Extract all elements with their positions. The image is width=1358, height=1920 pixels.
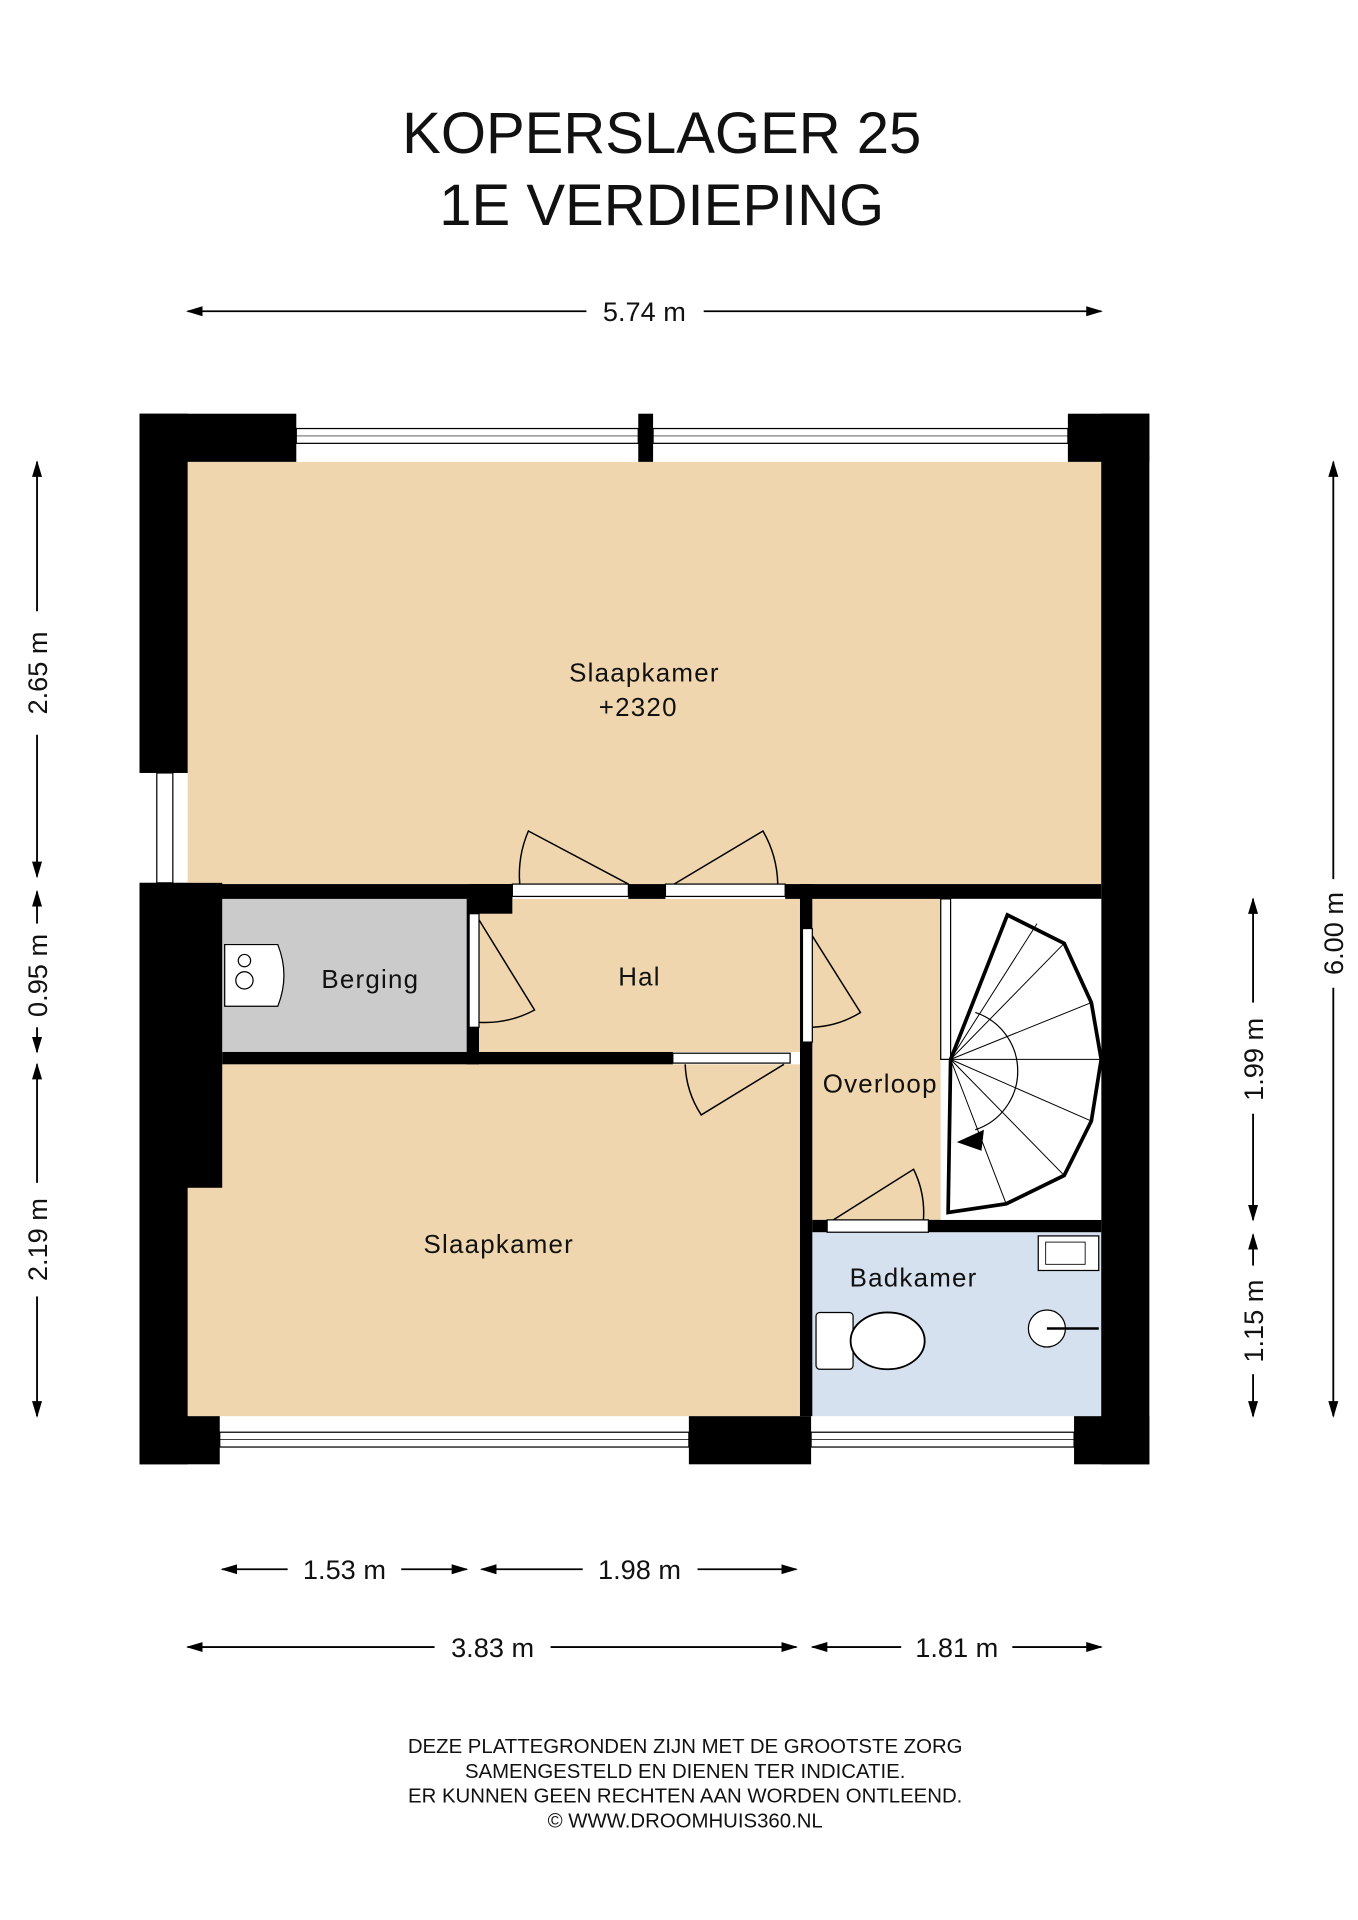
disclaimer-line: SAMENGESTELD EN DIENEN TER INDICATIE. xyxy=(465,1761,905,1783)
room-label-slaapkamer-top: Slaapkamer xyxy=(569,660,720,688)
walls xyxy=(139,413,1150,1465)
shower-icon xyxy=(1027,1309,1099,1348)
room-level-slaapkamer-top: +2320 xyxy=(599,694,678,722)
room-label-overloop: Overloop xyxy=(823,1071,938,1099)
slaapkamer-top-floor xyxy=(187,461,1102,885)
room-label-hal: Hal xyxy=(618,963,661,991)
room-label-slaapkamer-bottom: Slaapkamer xyxy=(423,1231,574,1259)
dim-left-1: 2.65 m xyxy=(22,631,53,714)
disclaimer-line: ER KUNNEN GEEN RECHTEN AAN WORDEN ONTLEE… xyxy=(408,1786,962,1808)
dim-top-width: 5.74 m xyxy=(603,296,686,327)
sink-icon xyxy=(1037,1235,1100,1272)
hal-floor xyxy=(479,898,800,1052)
overloop-floor xyxy=(812,898,941,1220)
copyright-line: © WWW.DROOMHUIS360.NL xyxy=(548,1810,823,1832)
room-label-berging: Berging xyxy=(321,966,419,994)
dim-right-total: 6.00 m xyxy=(1318,892,1349,975)
dim-bottom-2: 1.98 m xyxy=(598,1554,681,1585)
dim-bottom-1: 1.53 m xyxy=(303,1554,386,1585)
disclaimer: DEZE PLATTEGRONDEN ZIJN MET DE GROOTSTE … xyxy=(408,1736,963,1832)
windows xyxy=(156,427,1075,1448)
disclaimer-line: DEZE PLATTEGRONDEN ZIJN MET DE GROOTSTE … xyxy=(408,1736,963,1758)
dim-left-2: 0.95 m xyxy=(22,934,53,1017)
dim-right-2: 1.15 m xyxy=(1238,1280,1269,1363)
dim-bottom-3: 3.83 m xyxy=(451,1632,534,1663)
fixtures xyxy=(224,943,1100,1371)
dim-bottom-4: 1.81 m xyxy=(915,1632,998,1663)
boiler-icon xyxy=(224,943,285,1007)
room-label-badkamer: Badkamer xyxy=(850,1265,978,1293)
dimension-lines: 5.74 m 2.65 m 0.95 m 2.19 m 1.99 m 1.15 … xyxy=(22,296,1349,1663)
stair-arrow-icon xyxy=(956,1129,984,1151)
doors xyxy=(468,829,929,1233)
title-line-1: KOPERSLAGER 25 xyxy=(402,101,921,166)
title-line-2: 1E VERDIEPING xyxy=(439,173,884,238)
toilet-icon xyxy=(815,1311,926,1371)
slaapkamer-bottom-floor xyxy=(187,1064,800,1417)
dim-right-1: 1.99 m xyxy=(1238,1018,1269,1101)
staircase xyxy=(940,898,1104,1220)
dim-left-3: 2.19 m xyxy=(22,1198,53,1281)
